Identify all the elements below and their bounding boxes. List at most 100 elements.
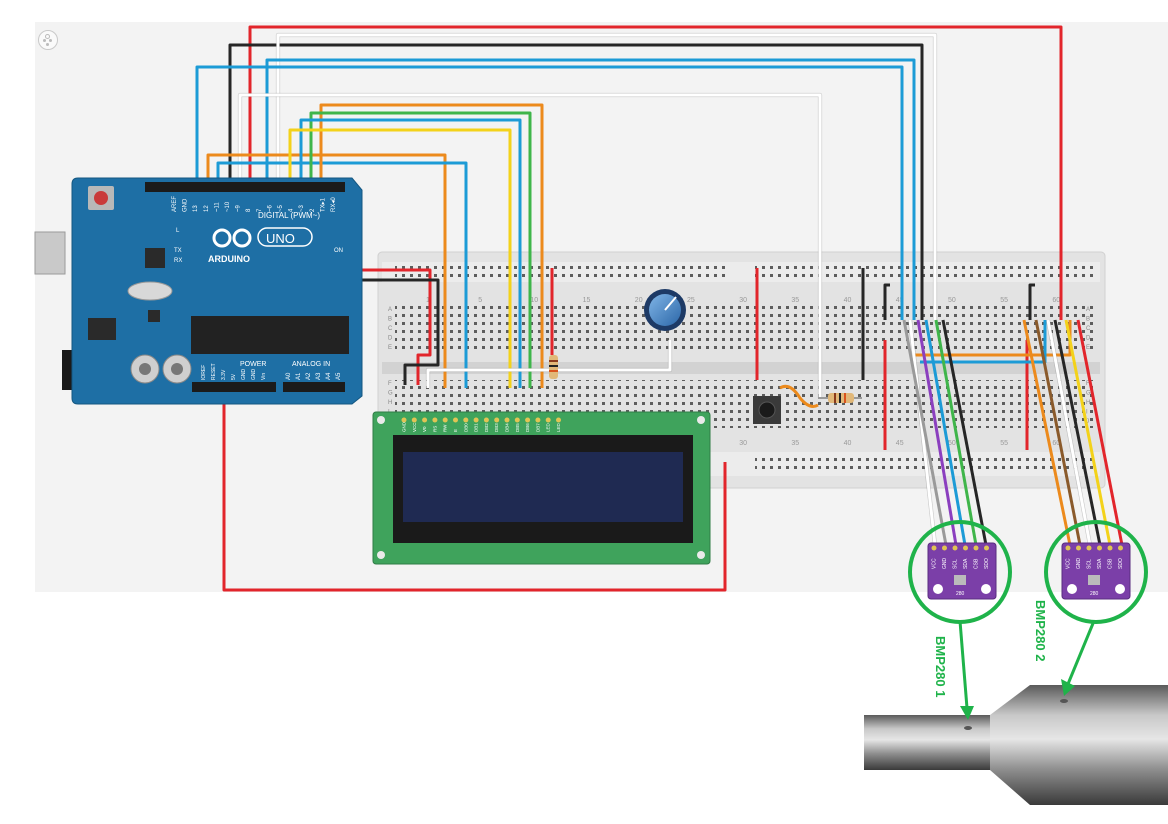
wire-green[interactable] bbox=[934, 319, 978, 546]
lcd-pin[interactable] bbox=[422, 417, 428, 423]
sensor-pin[interactable] bbox=[973, 545, 979, 551]
lcd-pin-label: RS bbox=[432, 426, 437, 432]
sensor-pin[interactable] bbox=[984, 545, 989, 551]
wire-black[interactable] bbox=[941, 319, 988, 546]
power-pin-label: GND bbox=[251, 369, 257, 381]
sensor-pin[interactable] bbox=[952, 545, 958, 551]
wire-white[interactable] bbox=[276, 33, 937, 320]
wire-black[interactable] bbox=[228, 43, 924, 320]
lcd-screen bbox=[403, 452, 683, 522]
lcd-pin[interactable] bbox=[442, 417, 448, 423]
lcd-pin[interactable] bbox=[525, 417, 531, 423]
wire-black[interactable] bbox=[883, 283, 890, 320]
wire-red[interactable] bbox=[248, 25, 1063, 320]
wire-yellow[interactable] bbox=[288, 128, 512, 388]
sensor-pin[interactable] bbox=[942, 545, 947, 551]
wire-blue[interactable] bbox=[299, 118, 522, 388]
wire-blue[interactable] bbox=[265, 58, 916, 320]
breadboard-row-label: E bbox=[388, 345, 392, 351]
lcd-pin[interactable] bbox=[514, 417, 520, 423]
wire-green[interactable] bbox=[309, 111, 532, 388]
wire-white[interactable] bbox=[1046, 319, 1092, 546]
breadboard-row-label: C bbox=[1086, 326, 1091, 332]
lcd-pin[interactable] bbox=[401, 417, 407, 423]
fit-view-icon[interactable] bbox=[38, 30, 58, 50]
wire-yellow[interactable] bbox=[1064, 319, 1112, 546]
push-button[interactable] bbox=[753, 396, 781, 424]
sensor-pin[interactable] bbox=[1076, 545, 1081, 551]
lcd-pin[interactable] bbox=[556, 417, 561, 423]
lcd-pin[interactable] bbox=[432, 417, 438, 423]
sensor-port-1 bbox=[964, 726, 972, 730]
sensor-pin[interactable] bbox=[1118, 545, 1123, 551]
wire-gray[interactable] bbox=[902, 319, 948, 546]
lcd-pin-label: LED bbox=[556, 422, 561, 432]
sensor-pin[interactable] bbox=[1107, 545, 1113, 551]
wire-blue[interactable] bbox=[195, 65, 904, 320]
lcd-pin[interactable] bbox=[483, 417, 489, 423]
wire-blue[interactable] bbox=[216, 161, 468, 388]
callout-arrows bbox=[958, 620, 1096, 720]
wire-orange[interactable] bbox=[206, 153, 447, 388]
sensor-pin-label: VCC bbox=[932, 558, 938, 569]
breadboard-col-label: 40 bbox=[844, 440, 852, 447]
wire-purple[interactable] bbox=[916, 319, 958, 546]
sensor-pin-label: CSB bbox=[1108, 558, 1114, 569]
breadboard-row-label: G bbox=[1086, 391, 1091, 397]
lcd-pin[interactable] bbox=[494, 417, 500, 423]
breadboard-row-label: B bbox=[1086, 317, 1090, 323]
sensor-pin-label: SDA bbox=[1097, 558, 1103, 569]
breadboard-col-label: 35 bbox=[791, 440, 799, 447]
sensor-chip-label: 280 bbox=[956, 591, 965, 597]
sensor-pin[interactable] bbox=[1086, 545, 1092, 551]
wire-blue[interactable] bbox=[924, 319, 967, 546]
lcd-pin[interactable] bbox=[473, 417, 479, 423]
sensor-pin[interactable] bbox=[1097, 545, 1102, 551]
wire-white[interactable] bbox=[238, 93, 822, 398]
digital-label: DIGITAL (PWM~) bbox=[258, 211, 320, 220]
wire-orange[interactable] bbox=[319, 103, 544, 388]
breadboard-row-label: B bbox=[388, 317, 392, 323]
breadboard-row-label: H bbox=[388, 400, 392, 406]
wire-red[interactable] bbox=[1076, 319, 1124, 546]
breadboard-col-label: 25 bbox=[687, 297, 695, 304]
digital-pin-label: 7 bbox=[257, 208, 263, 212]
wire-orange[interactable] bbox=[779, 384, 819, 408]
wire-orange[interactable] bbox=[1022, 319, 1072, 546]
jumper-wires[interactable] bbox=[195, 25, 1124, 592]
lcd-pin-label: E bbox=[453, 429, 458, 432]
breadboard-col-label: 55 bbox=[1000, 297, 1008, 304]
resistor-1[interactable] bbox=[549, 355, 558, 379]
wire-black[interactable] bbox=[1053, 319, 1102, 546]
lcd-pin[interactable] bbox=[411, 417, 417, 423]
rx-led-label: RX bbox=[174, 258, 182, 264]
lcd-pin[interactable] bbox=[453, 417, 458, 423]
breadboard-col-label: 20 bbox=[635, 297, 643, 304]
lcd-pin[interactable] bbox=[545, 417, 551, 423]
analog-pin-label: A2 bbox=[306, 372, 312, 380]
arduino-uno-board[interactable]: ARDUINO UNO DIGITAL (PWM~) POWER ANALOG … bbox=[34, 177, 363, 405]
wire-orange[interactable] bbox=[915, 320, 1072, 357]
lcd-pin-label: DB6 bbox=[525, 423, 530, 432]
lcd-pin[interactable] bbox=[504, 417, 510, 423]
wire-brown[interactable] bbox=[1034, 319, 1082, 546]
breadboard-col-label: 5 bbox=[478, 297, 482, 304]
resistor-2[interactable] bbox=[818, 393, 862, 403]
wire-red[interactable] bbox=[222, 384, 727, 592]
wire-black[interactable] bbox=[1028, 283, 1035, 320]
potentiometer[interactable] bbox=[644, 289, 686, 331]
breadboard-row-label: D bbox=[1086, 336, 1091, 342]
lcd-pin[interactable] bbox=[463, 417, 469, 423]
wire-white[interactable] bbox=[908, 319, 937, 546]
sensor-pin[interactable] bbox=[931, 545, 937, 551]
lcd-pin[interactable] bbox=[535, 417, 541, 423]
digital-pin-label: RX◂0 bbox=[331, 197, 337, 212]
sensor-pin[interactable] bbox=[963, 545, 968, 551]
breadboard-row-label: F bbox=[1086, 381, 1090, 387]
analog-pin-label: A1 bbox=[296, 372, 302, 380]
sensor-pin-label: SDA bbox=[963, 558, 969, 569]
sensor-pin[interactable] bbox=[1065, 545, 1071, 551]
